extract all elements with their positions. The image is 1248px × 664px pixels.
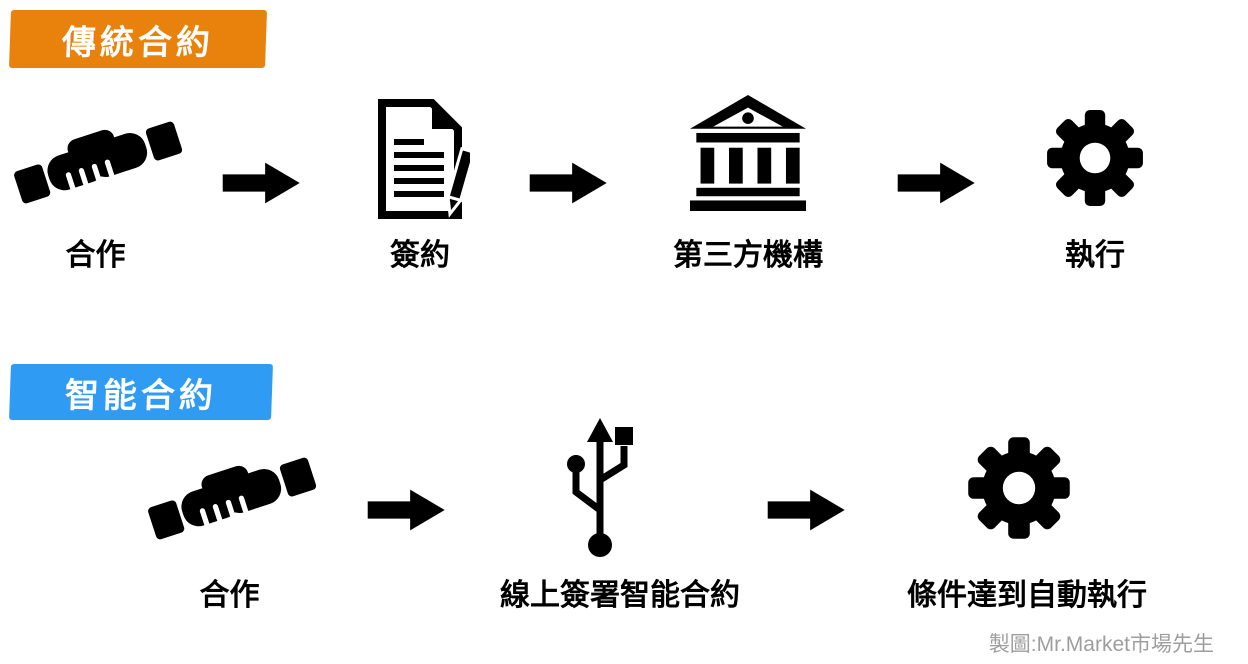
traditional-contract-badge-label: 傳統合約: [61, 23, 215, 62]
signed-document-icon: [370, 96, 470, 222]
gear-icon: [1044, 104, 1146, 212]
traditional-step-thirdparty-label: 第三方機構: [673, 239, 823, 272]
smart-step-online-sign-label: 線上簽署智能合約: [500, 579, 740, 612]
usb-icon: [550, 418, 650, 563]
smart-step-auto-execute-label: 條件達到自動執行: [907, 579, 1147, 612]
arrow-right-icon: [520, 161, 618, 205]
arrow-right-icon: [358, 488, 456, 532]
traditional-step-execute-label: 執行: [1065, 239, 1125, 272]
traditional-step-cooperation-label: 合作: [65, 239, 126, 272]
bank-icon: [690, 90, 806, 216]
arrow-right-icon: [213, 161, 311, 205]
smart-contract-badge-label: 智能合約: [64, 376, 218, 415]
gear-icon: [965, 432, 1073, 544]
traditional-contract-badge: 傳統合約: [8, 10, 268, 68]
handshake-icon: [142, 438, 317, 543]
smart-step-cooperation-label: 合作: [199, 579, 260, 612]
traditional-step-sign-label: 簽約: [390, 239, 450, 272]
smart-contract-badge: 智能合約: [9, 364, 273, 420]
arrow-right-icon: [758, 488, 856, 532]
handshake-icon: [8, 102, 183, 207]
credit-text: 製圖:Mr.Market市場先生: [988, 633, 1214, 656]
arrow-right-icon: [888, 161, 986, 205]
